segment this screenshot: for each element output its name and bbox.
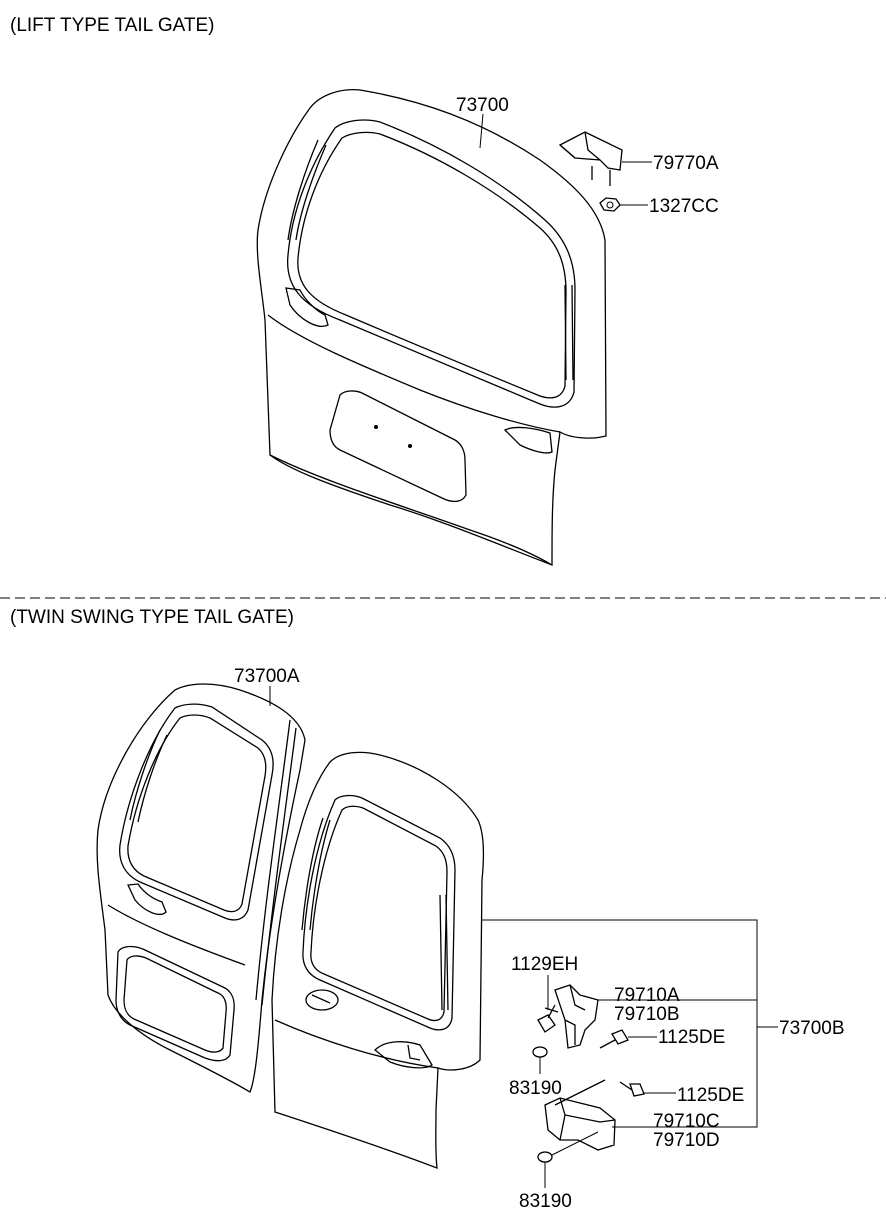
section-title-lift: (LIFT TYPE TAIL GATE) bbox=[10, 15, 214, 36]
part-label-1129EH: 1129EH bbox=[511, 954, 578, 975]
lift-tailgate-drawing bbox=[256, 89, 607, 566]
part-label-79710B: 79710B bbox=[614, 1004, 680, 1025]
part-label-73700: 73700 bbox=[456, 95, 509, 116]
part-label-1125DE-upper: 1125DE bbox=[658, 1027, 725, 1048]
part-label-79710A: 79710A bbox=[614, 985, 680, 1006]
part-label-1125DE-lower: 1125DE bbox=[677, 1085, 744, 1106]
left-door-73700A-drawing bbox=[96, 683, 306, 1093]
hinge-upper-79710A bbox=[532, 984, 629, 1058]
hinge-lower-79710C bbox=[537, 1079, 645, 1163]
part-label-83190-upper: 83190 bbox=[509, 1078, 562, 1099]
part-label-79710D: 79710D bbox=[653, 1130, 720, 1151]
part-label-83190-lower: 83190 bbox=[519, 1191, 572, 1211]
bracket-79770A bbox=[558, 131, 623, 186]
right-door-73700B-drawing bbox=[271, 751, 485, 1169]
nut-1327CC bbox=[599, 197, 621, 212]
section-title-twin: (TWIN SWING TYPE TAIL GATE) bbox=[10, 607, 294, 628]
part-label-73700B: 73700B bbox=[779, 1018, 845, 1039]
part-label-79770A: 79770A bbox=[653, 153, 719, 174]
part-label-1327CC: 1327CC bbox=[649, 196, 719, 217]
part-label-79710C: 79710C bbox=[653, 1111, 720, 1132]
part-label-73700A: 73700A bbox=[234, 666, 300, 687]
